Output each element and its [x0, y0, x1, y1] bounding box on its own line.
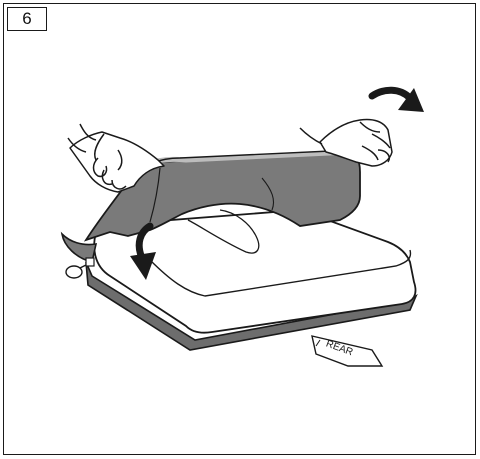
- curved-arrow-right-icon: [372, 88, 424, 112]
- rear-tag: REAR: [312, 336, 382, 366]
